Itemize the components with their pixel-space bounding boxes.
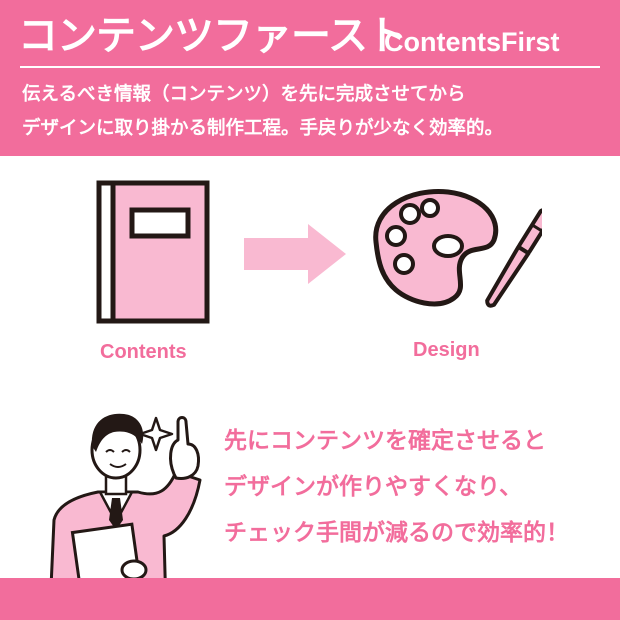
- title-divider: [20, 66, 600, 68]
- message-line-1: 先にコンテンツを確定させると: [224, 428, 546, 454]
- message-line-3: チェック手間が減るので効率的！: [224, 520, 569, 546]
- footer-band: [0, 578, 620, 620]
- sparkle-icon: [138, 416, 174, 452]
- page-title: コンテンツファースト: [18, 13, 407, 59]
- page-title-english: ContentsFirst: [384, 27, 560, 57]
- description-line-1: 伝えるべき情報（コンテンツ）を先に完成させてから: [22, 84, 466, 105]
- design-label: Design: [413, 339, 480, 361]
- contents-label: Contents: [100, 341, 187, 363]
- header-banner: コンテンツファースト ContentsFirst 伝えるべき情報（コンテンツ）を…: [0, 0, 620, 156]
- book-icon: [96, 180, 210, 324]
- arrow-right-icon: [244, 224, 346, 284]
- palette-brush-icon: [373, 188, 542, 308]
- description-line-2: デザインに取り掛かる制作工程。手戻りが少なく効率的。: [22, 118, 504, 139]
- message-line-2: デザインが作りやすくなり、: [224, 474, 523, 500]
